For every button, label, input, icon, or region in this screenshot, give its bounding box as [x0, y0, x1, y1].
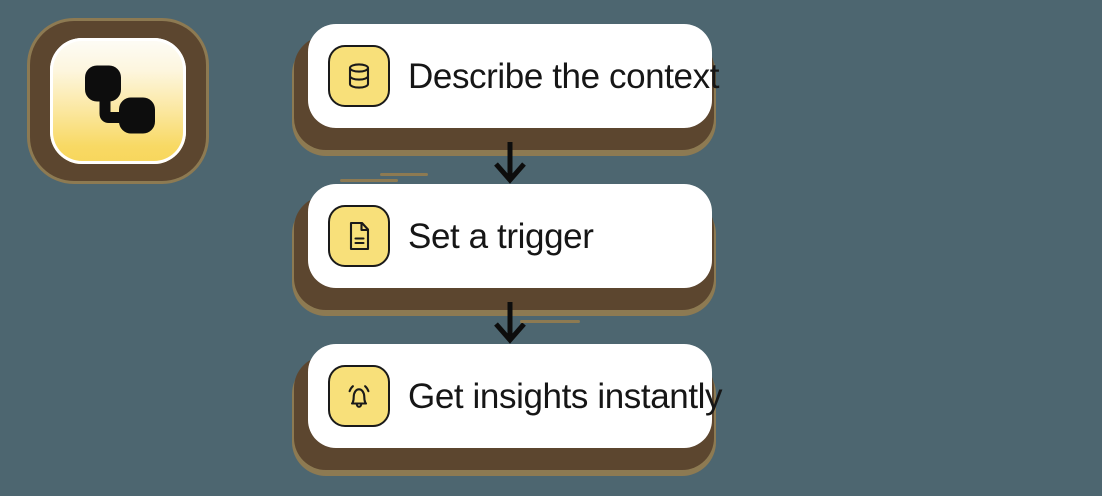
step-label: Describe the context — [408, 56, 720, 96]
step-card-slot: Describe the context — [290, 24, 719, 156]
app-logo[interactable] — [30, 21, 206, 181]
flow-connector — [290, 300, 730, 344]
workflow-nodes-icon — [75, 56, 161, 147]
step-card-slot: Set a trigger — [290, 173, 716, 316]
arrow-down-icon — [494, 302, 526, 344]
decorative-sliver — [340, 179, 398, 182]
arrow-down-icon — [494, 142, 526, 184]
decorative-sliver — [520, 320, 580, 323]
steps-flow: Describe the context — [290, 24, 730, 476]
step-label: Get insights instantly — [408, 376, 723, 416]
bell-icon — [328, 365, 390, 427]
logo-face — [50, 38, 186, 164]
flow-connector — [290, 140, 730, 184]
step-card-slot: Get insights instantly — [290, 320, 723, 476]
step-label: Set a trigger — [408, 216, 594, 256]
decorative-sliver — [380, 173, 428, 176]
database-icon — [328, 45, 390, 107]
step-card-set-a-trigger[interactable]: Set a trigger — [308, 184, 712, 288]
step-card-describe-the-context[interactable]: Describe the context — [308, 24, 719, 128]
document-icon — [328, 205, 390, 267]
step-card-get-insights-instantly[interactable]: Get insights instantly — [308, 344, 723, 448]
